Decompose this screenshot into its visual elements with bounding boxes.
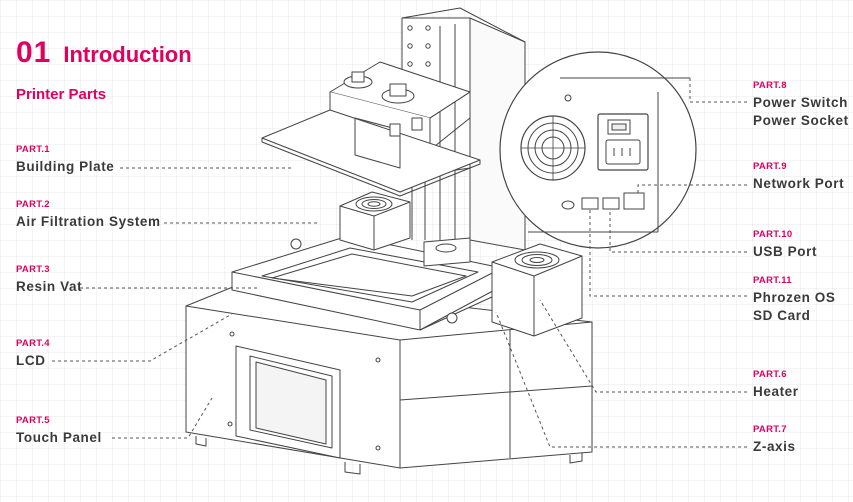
part-name: Building Plate bbox=[16, 159, 115, 174]
part-name: USB Port bbox=[753, 244, 818, 259]
part-tag: PART.4 bbox=[16, 338, 50, 349]
part-4-label: PART.4 LCD bbox=[16, 338, 50, 370]
part-tag: PART.8 bbox=[753, 80, 787, 91]
part-name: Touch Panel bbox=[16, 430, 102, 445]
part-9-label: PART.9 Network Port bbox=[753, 161, 844, 193]
rear-panel-zoom bbox=[499, 51, 697, 249]
part-name: Power Switch Power Socket bbox=[753, 94, 849, 130]
touch-panel-drawing bbox=[235, 345, 341, 459]
part-name: LCD bbox=[16, 353, 46, 368]
section-title: Introduction bbox=[63, 42, 192, 67]
part-11-label: PART.11 Phrozen OS SD Card bbox=[753, 275, 836, 325]
part-7-label: PART.7 Z-axis bbox=[753, 424, 796, 456]
build-plate-drawing bbox=[261, 61, 481, 197]
air-filter-drawing bbox=[339, 191, 411, 251]
part-10-label: PART.10 USB Port bbox=[753, 229, 817, 261]
page-subtitle: Printer Parts bbox=[16, 86, 107, 103]
part-tag: PART.6 bbox=[753, 369, 787, 380]
section-number: 01 bbox=[16, 36, 52, 69]
part-name: Network Port bbox=[753, 176, 845, 191]
part-name: Air Filtration System bbox=[16, 214, 161, 229]
part-name-line2: Power Socket bbox=[753, 113, 849, 128]
part-tag: PART.5 bbox=[16, 415, 50, 426]
part-tag: PART.11 bbox=[753, 275, 792, 286]
part-name-line1: Phrozen OS bbox=[753, 290, 836, 305]
part-2-label: PART.2 Air Filtration System bbox=[16, 199, 161, 231]
section-heading: 01 Introduction bbox=[16, 36, 192, 70]
heater-drawing bbox=[491, 243, 583, 337]
part-6-label: PART.6 Heater bbox=[753, 369, 799, 401]
part-name: Resin Vat bbox=[16, 279, 83, 294]
part-tag: PART.1 bbox=[16, 144, 50, 155]
part-tag: PART.10 bbox=[753, 229, 793, 240]
part-tag: PART.2 bbox=[16, 199, 50, 210]
part-name: Z-axis bbox=[753, 439, 796, 454]
part-name: Heater bbox=[753, 384, 799, 399]
part-name: Phrozen OS SD Card bbox=[753, 289, 836, 325]
part-5-label: PART.5 Touch Panel bbox=[16, 415, 102, 447]
part-tag: PART.7 bbox=[753, 424, 787, 435]
leader-lines bbox=[52, 78, 747, 448]
part-3-label: PART.3 Resin Vat bbox=[16, 264, 82, 296]
part-1-label: PART.1 Building Plate bbox=[16, 144, 114, 176]
part-8-label: PART.8 Power Switch Power Socket bbox=[753, 80, 849, 130]
part-name-line1: Power Switch bbox=[753, 95, 848, 110]
part-tag: PART.9 bbox=[753, 161, 787, 172]
part-name-line2: SD Card bbox=[753, 308, 811, 323]
part-tag: PART.3 bbox=[16, 264, 50, 275]
